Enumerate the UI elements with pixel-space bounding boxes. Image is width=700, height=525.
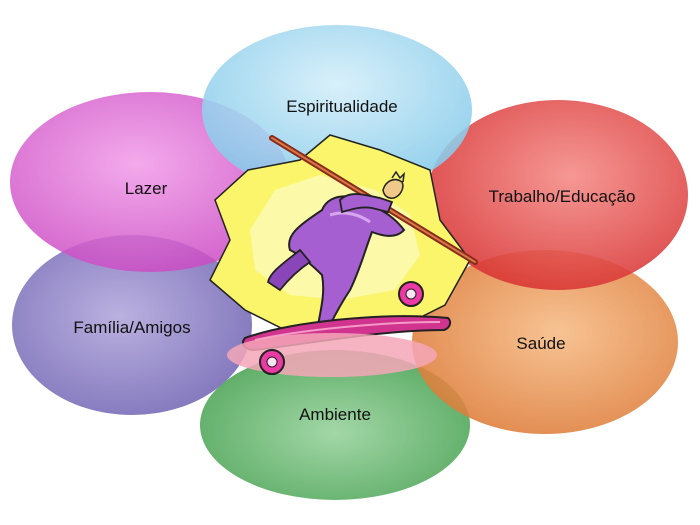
skateboarder-illustration — [209, 134, 478, 377]
label-ambiente: Ambiente — [299, 405, 371, 424]
petal-ambiente — [200, 350, 470, 500]
label-lazer: Lazer — [125, 179, 168, 198]
label-trabalho: Trabalho/Educação — [489, 187, 636, 206]
label-espiritualidade: Espiritualidade — [286, 97, 398, 116]
skater-arm — [339, 193, 394, 214]
board-shadow — [227, 333, 437, 377]
skateboard-wheel-front — [398, 281, 424, 307]
petal-familia — [12, 235, 252, 415]
label-familia: Família/Amigos — [73, 318, 190, 337]
petal-espiritualidade — [202, 25, 472, 195]
petal-trabalho — [428, 100, 688, 290]
petal-saude — [412, 250, 678, 434]
skater-head — [382, 178, 404, 199]
label-saude: Saúde — [516, 334, 565, 353]
